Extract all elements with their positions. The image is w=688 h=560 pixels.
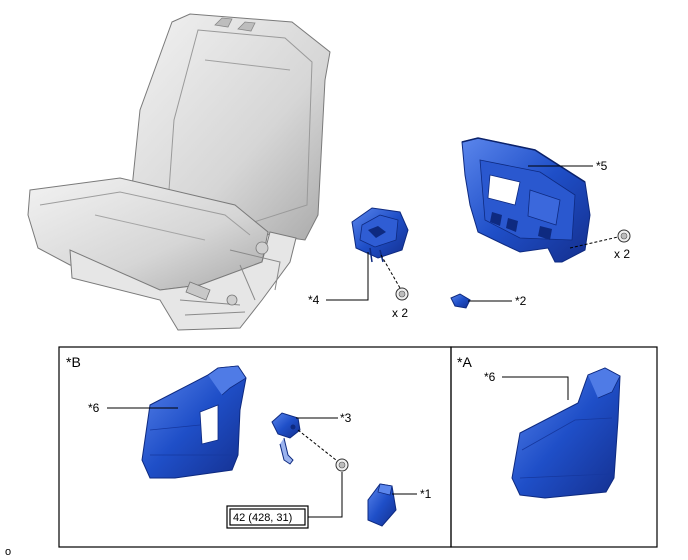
bolt-b xyxy=(335,458,349,472)
section-a-frame xyxy=(450,346,658,548)
bolt-5 xyxy=(617,229,631,243)
callout-6-a: *6 xyxy=(484,370,496,384)
callout-1: *1 xyxy=(420,487,432,501)
part-3-lever xyxy=(271,412,301,465)
corner-mark: o xyxy=(5,546,11,558)
callout-5: *5 xyxy=(596,159,608,173)
torque-value: 42 (428, 31) xyxy=(233,512,292,524)
torque-box-outer xyxy=(226,505,309,529)
part-5-bracket xyxy=(461,137,591,263)
qty-5: x 2 xyxy=(614,247,630,261)
part-6-cover-b xyxy=(141,365,247,479)
part-4-bracket xyxy=(351,207,409,263)
part-6-cover-a xyxy=(511,367,621,499)
seat-assembly xyxy=(27,13,331,331)
seat-frame xyxy=(69,231,297,331)
torque-box-inner xyxy=(229,508,306,526)
callout-2: *2 xyxy=(515,294,527,308)
part-2-clip xyxy=(450,293,471,309)
part-1-cap xyxy=(367,483,397,527)
section-a-label: *A xyxy=(457,354,472,370)
callout-3: *3 xyxy=(340,411,352,425)
seat-back xyxy=(131,13,331,241)
section-b-label: *B xyxy=(66,354,81,370)
bolt-4 xyxy=(395,287,409,301)
callout-6-b: *6 xyxy=(88,401,100,415)
qty-4: x 2 xyxy=(392,306,408,320)
callout-4: *4 xyxy=(308,293,320,307)
